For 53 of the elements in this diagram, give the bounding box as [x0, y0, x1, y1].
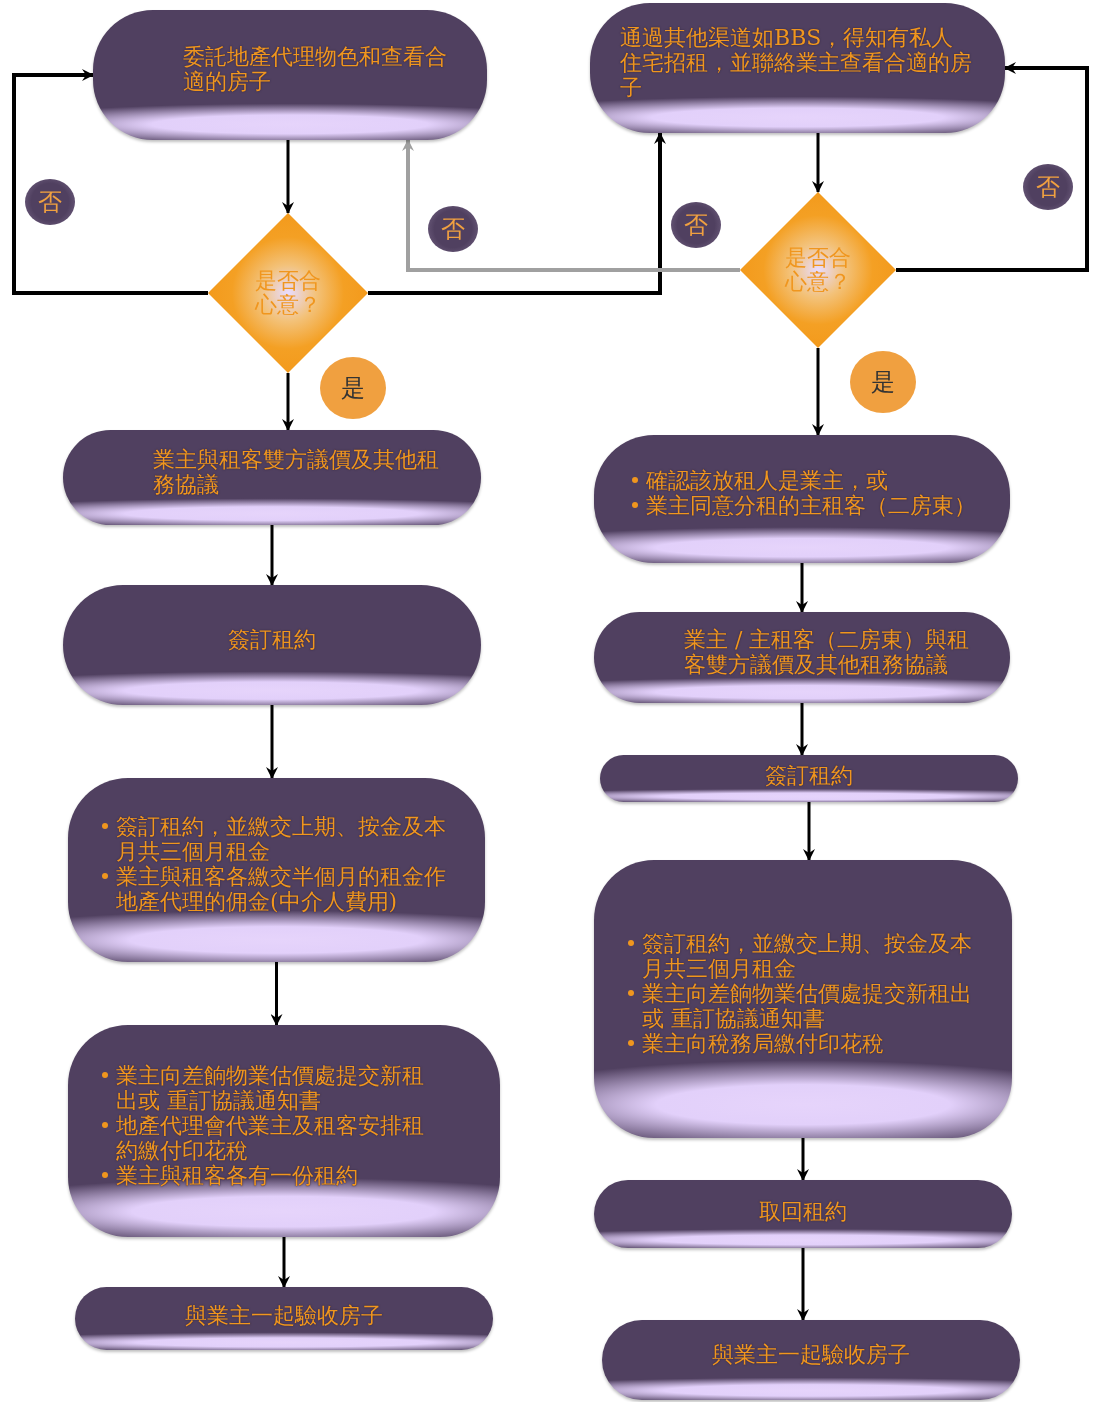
arrow: [282, 373, 294, 431]
process-box: [75, 1287, 493, 1350]
bullet-text: 業主同意分租的主租客（二房東）: [646, 493, 976, 518]
arrow: [402, 139, 740, 272]
edge-label: 否: [428, 206, 478, 252]
step-text: 與業主一起驗收房子: [711, 1341, 911, 1367]
edge-label: 否: [1023, 164, 1073, 210]
bullet-text: 簽訂租約，並繳交上期、按金及本月共三個月租金: [642, 930, 973, 981]
arrow: [270, 962, 283, 1026]
bullet-text: 業主與租客各繳交半個月的租金作地產代理的佣金(中介人費用): [116, 864, 447, 914]
arrow: [796, 703, 808, 756]
arrow: [266, 705, 278, 779]
bullet-text: 確認該放租人是業主，或: [646, 468, 888, 493]
arrow: [896, 62, 1089, 272]
bullet-text: 簽訂租約，並繳交上期、按金及本月共三個月租金: [116, 814, 447, 864]
decision-text: 是否合心意？: [783, 246, 852, 294]
arrow: [797, 1138, 809, 1181]
edge-label: 是: [850, 351, 916, 413]
process-box: [602, 1320, 1020, 1400]
step-text: 與業主一起驗收房子: [184, 1303, 384, 1328]
step-text: 業主 / 主租客（二房東）與租客雙方議價及其他租務協議: [683, 626, 971, 677]
arrow: [796, 563, 808, 613]
arrow: [282, 140, 294, 214]
bullet-text: 業主向差餉物業估價處提交新租出或 重訂協議通知書: [116, 1062, 425, 1113]
step-text: 簽訂租約: [227, 626, 317, 652]
step-text: 業主與租客雙方議價及其他租務協議: [152, 446, 440, 497]
arrow: [812, 133, 824, 193]
bullet-text: 業主向稅務局繳付印花稅: [642, 1030, 884, 1056]
process-box: [594, 1180, 1012, 1248]
arrow: [803, 802, 815, 861]
arrow: [368, 132, 666, 295]
bullet-text: 業主與租客各有一份租約: [116, 1162, 358, 1188]
bullet-text: 地產代理會代業主及租客安排租約繳付印花稅: [116, 1112, 425, 1163]
step-text: 簽訂租約: [764, 763, 854, 788]
arrow: [797, 1248, 809, 1321]
edge-label: 否: [671, 202, 721, 248]
process-box: [594, 860, 1012, 1138]
arrow: [812, 348, 824, 436]
decision-diamond: [740, 192, 896, 348]
step-text: 委託地產代理物色和查看合適的房子: [182, 44, 448, 94]
step-text: 取回租約: [758, 1198, 848, 1224]
arrow: [266, 525, 278, 586]
arrow: [278, 1237, 290, 1288]
edge-label: 是: [320, 357, 386, 419]
process-box: [68, 1025, 500, 1237]
decision-diamond: [208, 213, 368, 373]
process-box: [600, 755, 1018, 802]
bullet-text: 業主向差餉物業估價處提交新租出或 重訂協議通知書: [642, 980, 973, 1031]
arrow: [12, 69, 208, 295]
decision-text: 是否合心意？: [253, 269, 322, 317]
process-box: [68, 778, 485, 962]
edge-label: 否: [25, 179, 75, 225]
step-text: 通過其他渠道如BBS，得知有私人住宅招租，並聯絡業主查看合適的房子: [620, 24, 973, 100]
